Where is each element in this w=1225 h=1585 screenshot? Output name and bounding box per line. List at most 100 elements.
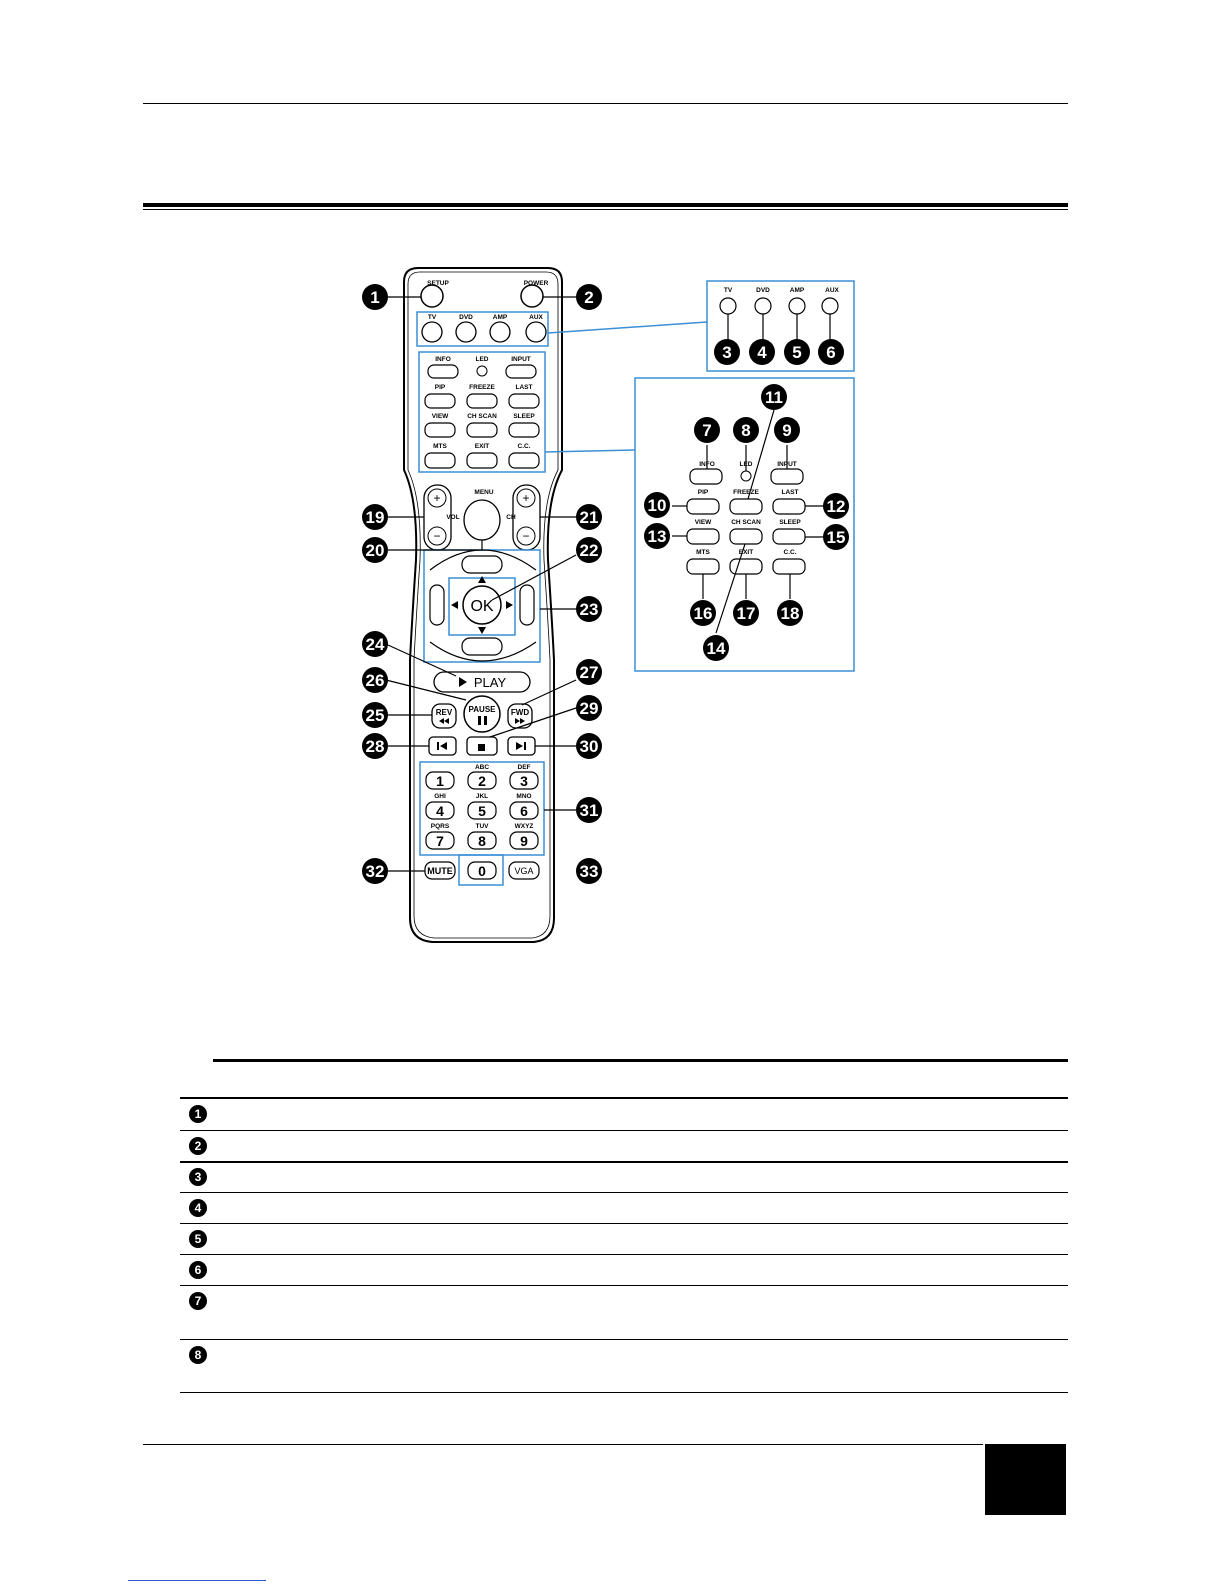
rev-button[interactable] bbox=[431, 703, 457, 729]
row-number-badge: 2 bbox=[189, 1137, 207, 1155]
sleep-button[interactable] bbox=[508, 422, 540, 438]
tv-mode-button[interactable] bbox=[421, 321, 443, 343]
power-button[interactable] bbox=[520, 284, 544, 308]
vga-button[interactable] bbox=[508, 861, 540, 880]
nav-left-button[interactable] bbox=[429, 584, 445, 626]
table-row-divider bbox=[180, 1130, 1068, 1131]
vol-up-button[interactable] bbox=[427, 488, 447, 508]
footer-rule bbox=[143, 1444, 983, 1445]
table-header-rule bbox=[180, 1097, 1068, 1099]
remote-control-figure: SETUP POWER TV DVD AMP AUX INFO LED INPU… bbox=[385, 267, 855, 943]
footer-link-underline[interactable] bbox=[128, 1580, 266, 1581]
mode-detail-box bbox=[706, 280, 855, 372]
setup-button[interactable] bbox=[420, 284, 444, 308]
table-row-divider bbox=[180, 1285, 1068, 1286]
digit-6-button[interactable] bbox=[509, 801, 539, 820]
detail-aux-label: AUX bbox=[825, 287, 839, 294]
amp-mode-button[interactable] bbox=[489, 321, 511, 343]
pip-button[interactable] bbox=[424, 393, 456, 409]
detail-led-indicator bbox=[740, 470, 752, 482]
digit-4-button[interactable] bbox=[425, 801, 455, 820]
ch-label: CH bbox=[506, 514, 516, 521]
table-row-divider bbox=[180, 1254, 1068, 1255]
view-button[interactable] bbox=[424, 422, 456, 438]
detail-last-label: LAST bbox=[782, 489, 799, 496]
fwd-button[interactable] bbox=[507, 703, 533, 729]
row-number-badge: 7 bbox=[189, 1292, 207, 1310]
digit-0-button[interactable] bbox=[467, 861, 497, 880]
table-row-divider bbox=[180, 1339, 1068, 1340]
nav-top-button[interactable] bbox=[461, 555, 503, 574]
ok-button[interactable] bbox=[462, 585, 502, 625]
ch-scan-button[interactable] bbox=[466, 422, 498, 438]
info-button[interactable] bbox=[427, 364, 459, 379]
arrow-up-icon[interactable] bbox=[478, 576, 486, 583]
digit-3-button[interactable] bbox=[509, 771, 539, 790]
table-row: 2 bbox=[180, 1131, 1068, 1162]
digit-9-button[interactable] bbox=[509, 831, 539, 850]
info-label: INFO bbox=[435, 356, 451, 363]
menu-label: MENU bbox=[474, 489, 493, 496]
last-button[interactable] bbox=[508, 393, 540, 409]
menu-button[interactable] bbox=[463, 499, 501, 541]
digit-5-label: 5 bbox=[478, 803, 486, 819]
detail-exit-button bbox=[729, 558, 763, 575]
ch-down-button[interactable] bbox=[516, 526, 536, 546]
ch-minus-glyph: − bbox=[522, 529, 529, 543]
power-label: POWER bbox=[524, 280, 549, 287]
detail-exit-label: EXIT bbox=[739, 549, 753, 556]
mts-button[interactable] bbox=[424, 452, 456, 469]
input-button[interactable] bbox=[505, 364, 537, 379]
letters-ghi: GHI bbox=[434, 793, 446, 800]
table-row: 6 bbox=[180, 1255, 1068, 1286]
section-rule-thick bbox=[143, 203, 1068, 207]
aux-mode-button[interactable] bbox=[525, 321, 547, 343]
detail-dvd-button bbox=[754, 297, 772, 315]
digit-1-button[interactable] bbox=[425, 771, 455, 790]
exit-button[interactable] bbox=[466, 452, 498, 469]
cc-label: C.C. bbox=[518, 443, 531, 450]
digit-5-button[interactable] bbox=[467, 801, 497, 820]
digit-7-label: 7 bbox=[436, 833, 444, 849]
digit-7-button[interactable] bbox=[425, 831, 455, 850]
digit-8-button[interactable] bbox=[467, 831, 497, 850]
digit-2-button[interactable] bbox=[467, 771, 497, 790]
cc-button[interactable] bbox=[508, 452, 540, 469]
nav-right-button[interactable] bbox=[519, 584, 535, 626]
pause-icon bbox=[478, 716, 487, 725]
digit-6-label: 6 bbox=[520, 803, 528, 819]
last-label: LAST bbox=[516, 384, 533, 391]
digit-2-label: 2 bbox=[478, 773, 486, 789]
sleep-label: SLEEP bbox=[513, 413, 535, 420]
row-number-badge: 1 bbox=[189, 1105, 207, 1123]
detail-freeze-button bbox=[729, 498, 763, 515]
pause-button[interactable] bbox=[463, 695, 501, 733]
detail-dvd-label: DVD bbox=[756, 287, 770, 294]
exit-label: EXIT bbox=[475, 443, 489, 450]
stop-icon bbox=[478, 744, 485, 751]
detail-ch-scan-button bbox=[729, 528, 763, 545]
vol-down-button[interactable] bbox=[427, 526, 447, 546]
arrow-left-icon[interactable] bbox=[451, 601, 458, 609]
detail-pip-label: PIP bbox=[698, 489, 709, 496]
table-row: 8 bbox=[180, 1340, 1068, 1392]
ch-up-button[interactable] bbox=[516, 488, 536, 508]
freeze-button[interactable] bbox=[466, 393, 498, 409]
vga-label: VGA bbox=[514, 866, 533, 876]
detail-freeze-label: FREEZE bbox=[733, 489, 759, 496]
arrow-right-icon[interactable] bbox=[506, 601, 513, 609]
play-button[interactable] bbox=[433, 671, 531, 693]
nav-arc-bottom bbox=[429, 641, 537, 662]
callout-leader-lines bbox=[385, 296, 823, 872]
nav-bottom-button[interactable] bbox=[461, 637, 503, 656]
dvd-mode-button[interactable] bbox=[455, 321, 477, 343]
function-detail-connector bbox=[544, 449, 636, 453]
detail-amp-button bbox=[788, 297, 806, 315]
table-row-divider bbox=[180, 1161, 1068, 1163]
detail-mts-label: MTS bbox=[696, 549, 710, 556]
arrow-down-icon[interactable] bbox=[478, 627, 486, 634]
setup-label: SETUP bbox=[427, 280, 449, 287]
rewind-icon bbox=[439, 718, 449, 724]
mode-aux-label: AUX bbox=[529, 314, 543, 321]
detail-sleep-label: SLEEP bbox=[779, 519, 801, 526]
